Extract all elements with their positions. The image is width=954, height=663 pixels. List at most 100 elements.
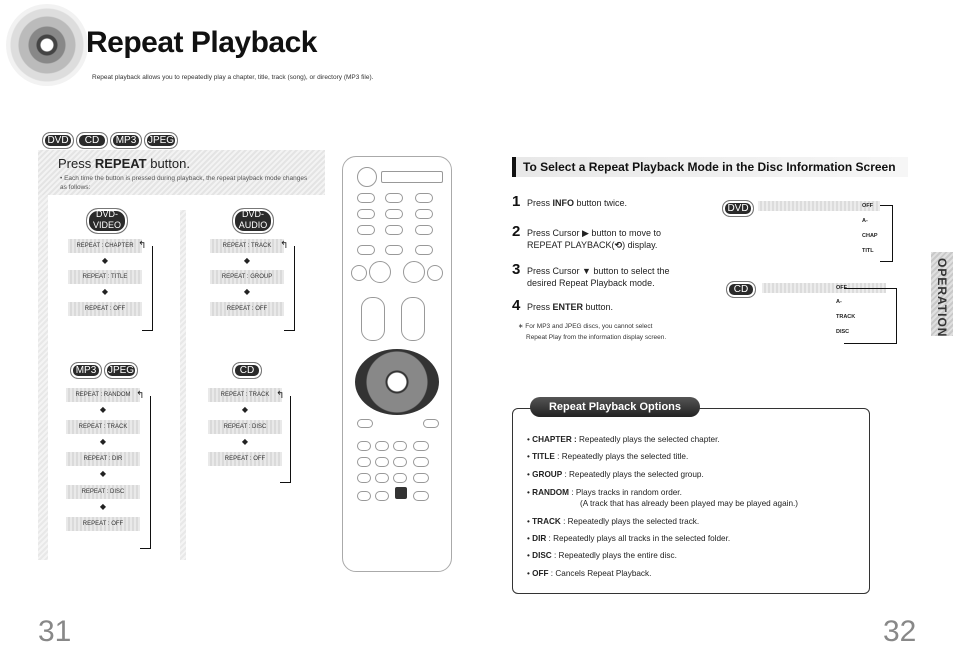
loop-arrow-icon: ↰ — [138, 240, 147, 251]
left-column-shade — [38, 195, 48, 560]
arrow-down-icon: ◆ — [99, 502, 107, 511]
badge-cd: CD — [726, 281, 756, 298]
step-text-pre: Press — [527, 198, 553, 208]
page-number-right: 32 — [883, 615, 917, 648]
page-title: Repeat Playback — [86, 26, 317, 59]
disc-graphic — [6, 4, 88, 86]
operation-tab: OPERATION — [931, 252, 953, 338]
badge-dvd: DVD — [42, 132, 74, 149]
step-key: ENTER — [552, 302, 584, 312]
arrow-down-icon: ◆ — [243, 287, 251, 296]
arrow-down-icon: ◆ — [241, 405, 249, 414]
loop-bracket — [844, 288, 897, 344]
screen-option: CHAP — [862, 233, 878, 239]
loop-bracket — [880, 205, 893, 262]
badge-jpeg: JPEG — [144, 132, 178, 149]
loop-arrow-icon: ↰ — [280, 240, 289, 251]
option-desc: : Plays tracks in random order. — [569, 488, 682, 497]
loop-bracket — [140, 396, 151, 549]
badge-mp3: MP3 — [70, 362, 102, 379]
option-key: GROUP — [532, 470, 563, 479]
arrow-down-icon: ◆ — [101, 287, 109, 296]
chain-item: REPEAT : DISC — [66, 485, 140, 499]
chain-item: REPEAT : TRACK — [66, 420, 140, 434]
info-strip — [758, 201, 880, 211]
screen-option: TITL — [862, 248, 874, 254]
chain-item: REPEAT : OFF — [66, 517, 140, 531]
option-key: CHAPTER : — [532, 435, 577, 444]
screen-option: OFF — [862, 203, 873, 209]
arrow-down-icon: ◆ — [99, 437, 107, 446]
loop-arrow-icon: ↰ — [276, 390, 285, 401]
step-text: Press Cursor ▶ button to move to REPEAT … — [527, 227, 687, 251]
footnote-line1: ∗ For MP3 and JPEG discs, you cannot sel… — [518, 323, 653, 330]
badge-jpeg: JPEG — [104, 362, 138, 379]
info-strip — [762, 283, 886, 293]
step-number: 2 — [512, 223, 521, 240]
step-text: Press Cursor ▼ button to select the desi… — [527, 266, 670, 288]
mid-column-shade — [180, 210, 186, 560]
option-item: • GROUP : Repeatedly plays the selected … — [527, 470, 704, 479]
loop-bracket — [280, 396, 291, 483]
arrow-down-icon: ◆ — [99, 405, 107, 414]
option-key: RANDOM — [532, 488, 569, 497]
option-item: • OFF : Cancels Repeat Playback. — [527, 569, 652, 578]
options-title: Repeat Playback Options — [530, 397, 700, 417]
option-key: TRACK — [532, 517, 561, 526]
page-subtitle: Repeat playback allows you to repeatedly… — [92, 74, 374, 81]
option-desc: : Cancels Repeat Playback. — [548, 569, 652, 578]
screen-option: OFF — [836, 285, 847, 291]
chain-item: REPEAT : DISC — [208, 420, 282, 434]
arrow-down-icon: ◆ — [241, 437, 249, 446]
option-key: DIR — [532, 534, 547, 543]
tab-label: OPERATION — [935, 258, 949, 338]
remote-control-illustration — [342, 156, 452, 572]
footnote-line2: Repeat Play from the information display… — [526, 334, 667, 341]
option-item: • DISC : Repeatedly plays the entire dis… — [527, 551, 677, 560]
loop-bracket — [142, 246, 153, 331]
step-text-pre: Press — [527, 302, 553, 312]
option-desc: : Repeatedly plays the selected track. — [560, 517, 700, 526]
option-desc: Repeatedly plays the selected chapter. — [576, 435, 720, 444]
step-key: INFO — [552, 198, 575, 208]
press-note: • Each time the button is pressed during… — [60, 175, 308, 191]
page-number-left: 31 — [38, 615, 72, 648]
loop-bracket — [284, 246, 295, 331]
badge-dvd: DVD — [722, 200, 754, 217]
section-title: To Select a Repeat Playback Mode in the … — [523, 160, 896, 174]
screen-option: A- — [862, 218, 868, 224]
step-text: Press INFO button twice. — [527, 197, 707, 209]
step-text-post: button twice. — [574, 198, 628, 208]
arrow-down-icon: ◆ — [99, 469, 107, 478]
step-text-post: ) display. — [622, 240, 658, 250]
badge-dvd-video: DVD-VIDEO — [86, 208, 128, 234]
option-item: • CHAPTER : Repeatedly plays the selecte… — [527, 435, 720, 444]
step-number: 4 — [512, 297, 521, 314]
badge-mp3: MP3 — [110, 132, 142, 149]
arrow-down-icon: ◆ — [101, 256, 109, 265]
chain-item: REPEAT : TITLE — [68, 270, 142, 284]
screen-option: A- — [836, 299, 842, 305]
option-desc: : Repeatedly plays the selected title. — [554, 452, 689, 461]
step-text-post: button. — [583, 302, 614, 312]
chain-item: REPEAT : OFF — [208, 452, 282, 466]
option-item: • RANDOM : Plays tracks in random order. — [527, 488, 682, 497]
section-header: To Select a Repeat Playback Mode in the … — [512, 157, 908, 177]
screen-option: DISC — [836, 329, 850, 335]
chain-item: REPEAT : TRACK — [210, 239, 284, 253]
chain-item: REPEAT : OFF — [68, 302, 142, 316]
badge-cd: CD — [232, 362, 262, 379]
option-key: TITLE — [532, 452, 555, 461]
badge-cd: CD — [76, 132, 108, 149]
arrow-down-icon: ◆ — [243, 256, 251, 265]
step-text-pre: Press Cursor ▶ button to move to REPEAT … — [527, 228, 661, 250]
option-desc: : Repeatedly plays all tracks in the sel… — [546, 534, 731, 543]
repeat-icon: ⟲ — [614, 240, 623, 250]
option-item: • TRACK : Repeatedly plays the selected … — [527, 517, 700, 526]
press-suffix: button. — [146, 156, 190, 171]
press-repeat-instruction: Press REPEAT button. • Each time the but… — [38, 150, 325, 195]
chain-item: REPEAT : CHAPTER — [68, 239, 142, 253]
loop-arrow-icon: ↰ — [136, 390, 145, 401]
option-item: • DIR : Repeatedly plays all tracks in t… — [527, 534, 731, 543]
option-desc: : Repeatedly plays the entire disc. — [551, 551, 677, 560]
